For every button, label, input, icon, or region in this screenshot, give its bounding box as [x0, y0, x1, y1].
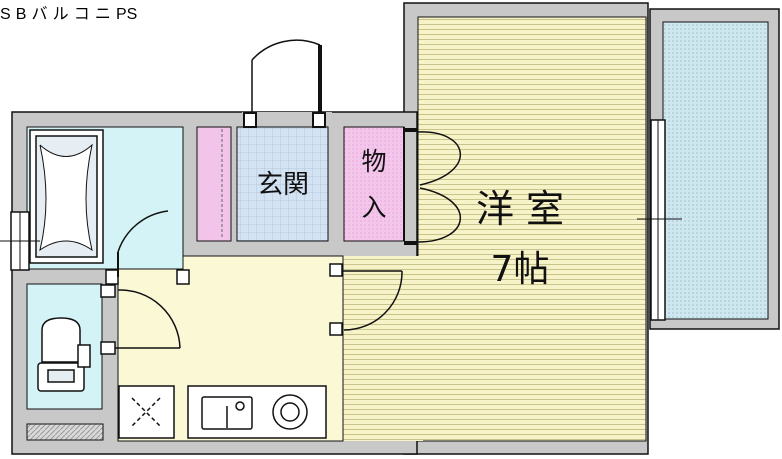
bath-window [0, 211, 40, 271]
balcony [649, 8, 780, 330]
pipe-space-label: PS [115, 6, 138, 23]
balcony-label-char-4: ニ [94, 4, 111, 23]
bathtub [29, 129, 104, 264]
room-label-entrance: 玄関 [257, 170, 309, 200]
balcony-label-char-1: バ [31, 4, 48, 23]
balcony-label-char-2: ル [52, 4, 69, 23]
balcony-window [637, 119, 682, 321]
storage-label-char-2: 入 [361, 193, 386, 222]
shoe-box [196, 126, 232, 242]
kitchen-counter [187, 385, 327, 439]
closet-doors [404, 128, 462, 245]
bath-door [105, 210, 190, 285]
balcony-label: バ ル コ ニ [32, 4, 116, 23]
toilet-door [100, 284, 181, 355]
shoe-box-label: S B [0, 4, 32, 23]
storage-label-char-1: 物 [361, 147, 386, 176]
toilet [37, 317, 91, 392]
western-room-floor-left [343, 256, 423, 441]
shoe-box-label-s: S [0, 6, 11, 23]
storage-closet [343, 126, 405, 242]
front-door [243, 39, 326, 128]
room-label-western: 洋 室 [476, 187, 564, 231]
shoe-box-label-b: B [15, 6, 27, 23]
balcony-label-char-3: コ [73, 4, 90, 23]
room-door [329, 263, 403, 336]
storage-label: 物 入 [361, 147, 386, 222]
pipe-space [26, 423, 104, 441]
fridge-space [118, 385, 175, 439]
entrance-floor [236, 126, 329, 242]
room-size-western: 7帖 [491, 249, 550, 290]
